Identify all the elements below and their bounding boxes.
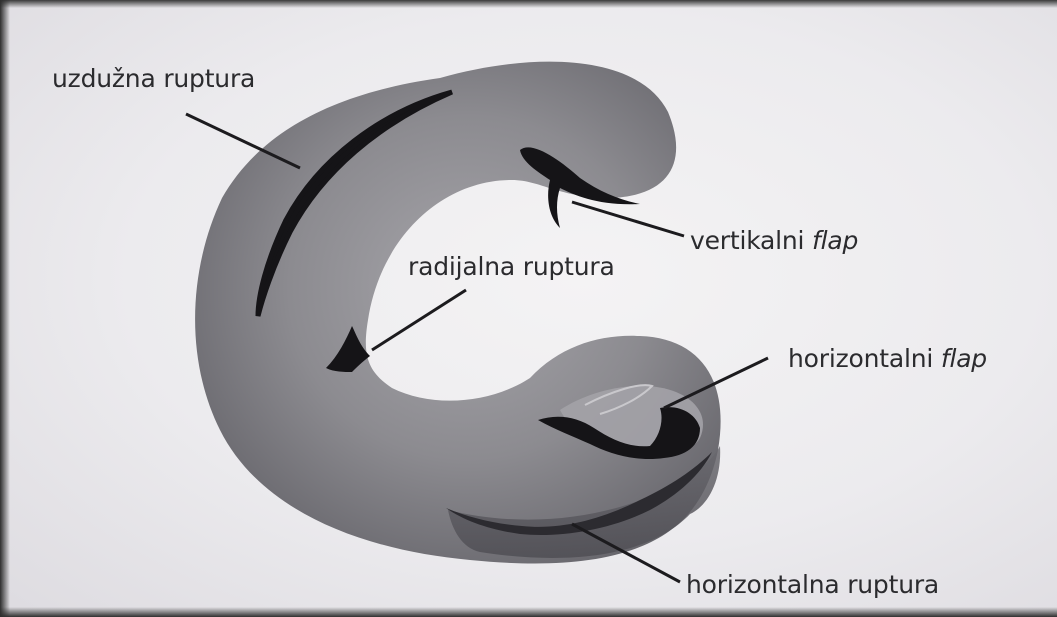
photo-edge-bottom — [0, 607, 1057, 617]
leader-vertikalni — [572, 202, 684, 236]
leader-radijalna — [372, 290, 466, 350]
photo-edge-left — [0, 0, 10, 617]
label-horizontalna-ruptura: horizontalna ruptura — [686, 572, 939, 597]
label-vertikalni-flap: vertikalni flap — [690, 228, 858, 253]
label-uzduzna-ruptura: uzdužna ruptura — [52, 66, 255, 91]
photo-edge-top — [0, 0, 1057, 8]
label-radijalna-ruptura: radijalna ruptura — [408, 254, 615, 279]
label-horizontalni-flap: horizontalni flap — [788, 346, 987, 371]
label-horizontalni-text: horizontalni — [788, 344, 933, 373]
label-vertikalni-italic: flap — [812, 226, 858, 255]
meniscus-body — [195, 62, 721, 564]
label-horizontalni-italic: flap — [941, 344, 987, 373]
label-vertikalni-text: vertikalni — [690, 226, 804, 255]
